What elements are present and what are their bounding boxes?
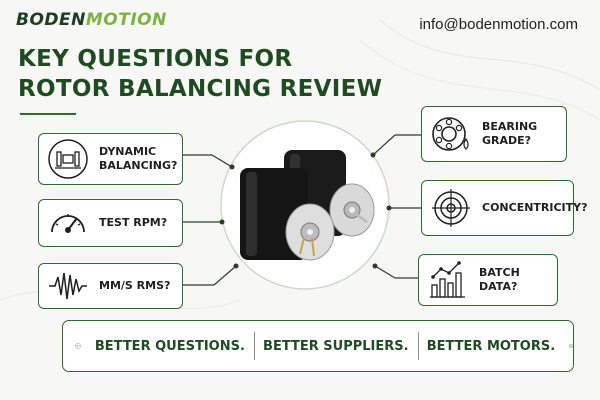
- check-circle-icon: [569, 344, 573, 348]
- target-crosshair-icon: [432, 189, 470, 227]
- question-bearing-grade: BEARING GRADE?: [421, 106, 567, 162]
- slogan-segment-2: BETTER SUPPLIERS.: [263, 338, 409, 354]
- brand-logo-part1: BODEN: [16, 10, 86, 30]
- question-label-line2: BALANCING?: [99, 159, 178, 172]
- question-batch-data: BATCH DATA?: [418, 254, 558, 306]
- question-mms-rms: MM/S RMS?: [38, 263, 183, 309]
- page-title-line1: KEY QUESTIONS FOR: [18, 46, 293, 72]
- motor-front-image: [240, 168, 335, 261]
- page-title-line2: ROTOR BALANCING REVIEW: [18, 76, 383, 102]
- question-label: BATCH DATA?: [479, 266, 520, 293]
- question-label: BEARING GRADE?: [482, 120, 537, 148]
- question-label-line2: GRADE?: [482, 134, 532, 147]
- question-label: DYNAMIC BALANCING?: [99, 145, 177, 173]
- question-concentricity: CONCENTRICITY?: [421, 180, 588, 236]
- bar-chart-trend-icon: [430, 261, 465, 298]
- motor-rear-image: [284, 150, 375, 237]
- slogan-banner: BETTER QUESTIONS. BETTER SUPPLIERS. BETT…: [62, 320, 574, 372]
- question-dynamic-balancing: DYNAMIC BALANCING?: [38, 133, 183, 185]
- vibration-waveform-icon: [49, 272, 87, 300]
- question-label-line1: DYNAMIC: [99, 145, 157, 158]
- ball-bearing-icon: [432, 117, 469, 151]
- contact-email[interactable]: info@bodenmotion.com: [419, 16, 578, 33]
- speedometer-gauge-icon: [51, 214, 85, 233]
- brand-logo: BODENMOTION: [16, 10, 167, 30]
- question-label-line1: BEARING: [482, 120, 538, 133]
- question-label: TEST RPM?: [99, 216, 168, 229]
- page-title: KEY QUESTIONS FOR ROTOR BALANCING REVIEW: [18, 44, 382, 104]
- handshake-icon: [75, 343, 81, 349]
- slogan-segment-3: BETTER MOTORS.: [426, 338, 556, 354]
- title-underline: [20, 113, 76, 115]
- question-label: MM/S RMS?: [99, 279, 171, 292]
- slogan-segment-1: BETTER QUESTIONS.: [94, 338, 245, 354]
- balancing-machine-icon: [48, 139, 88, 179]
- question-test-rpm: TEST RPM?: [38, 199, 183, 247]
- question-label: CONCENTRICITY?: [482, 201, 588, 214]
- brand-logo-part2: MOTION: [85, 10, 167, 30]
